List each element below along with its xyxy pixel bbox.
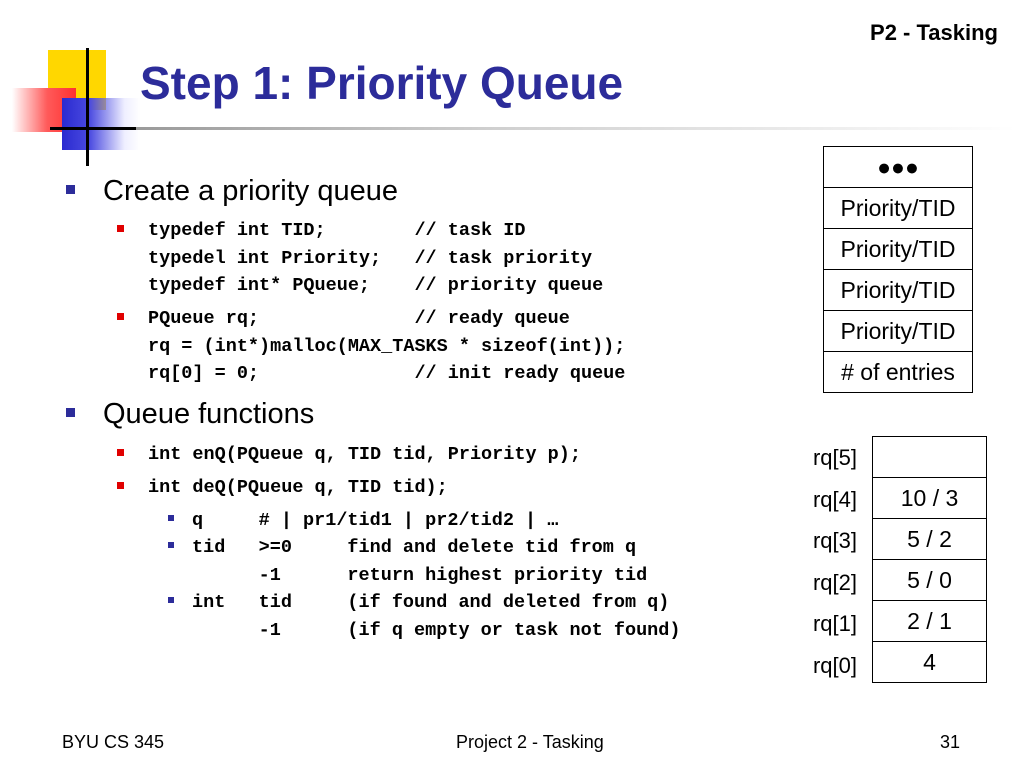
- code-enq-signature: int enQ(PQueue q, TID tid, Priority p);: [117, 441, 581, 469]
- title-rule: [136, 127, 1016, 130]
- bullet-text: Queue functions: [103, 398, 315, 430]
- bullet-create-priority-queue: Create a priority queue: [66, 175, 398, 208]
- queue-cell: Priority/TID: [823, 269, 973, 311]
- code-line: typedel int Priority; // task priority: [148, 247, 593, 269]
- bullet-marker: [117, 482, 124, 489]
- footer-course: BYU CS 345: [62, 732, 165, 752]
- queue-cell: Priority/TID: [823, 228, 973, 270]
- code-block-typedefs: typedef int TID; // task ID typedel int …: [117, 217, 604, 300]
- bullet-marker: [168, 542, 174, 548]
- queue-cell-ellipsis: ●●●: [823, 146, 973, 188]
- bullet-marker: [168, 515, 174, 521]
- code-line: -1 (if q empty or task not found): [192, 619, 681, 641]
- bullet-marker: [117, 313, 124, 320]
- code-line: rq = (int*)malloc(MAX_TASKS * sizeof(int…: [148, 335, 626, 357]
- bullet-marker: [117, 449, 124, 456]
- code-line: int deQ(PQueue q, TID tid);: [148, 477, 448, 498]
- code-line: int tid (if found and deleted from q): [192, 592, 670, 613]
- rq-label: rq[0]: [812, 652, 857, 678]
- code-line: tid >=0 find and delete tid from q: [192, 537, 637, 558]
- rq-cell: 10 / 3: [872, 477, 987, 519]
- code-line: typedef int TID; // task ID: [148, 220, 526, 241]
- bullet-marker: [168, 597, 174, 603]
- rq-label: rq[4]: [812, 486, 857, 512]
- bullet-marker: [117, 225, 124, 232]
- rq-label: rq[2]: [812, 569, 857, 595]
- queue-cell: Priority/TID: [823, 310, 973, 352]
- slide-title: Step 1: Priority Queue: [140, 57, 624, 109]
- code-line: -1 return highest priority tid: [192, 564, 648, 586]
- code-q-format: q # | pr1/tid1 | pr2/tid2 | …: [168, 507, 559, 535]
- queue-cell-count: # of entries: [823, 351, 973, 393]
- rq-table: 10 / 3 5 / 2 5 / 0 2 / 1 4: [872, 436, 987, 683]
- code-line: PQueue rq; // ready queue: [148, 308, 570, 329]
- queue-cell: Priority/TID: [823, 187, 973, 229]
- corner-label: P2 - Tasking: [870, 20, 998, 45]
- code-deq-signature: int deQ(PQueue q, TID tid);: [117, 474, 448, 502]
- code-line: q # | pr1/tid1 | pr2/tid2 | …: [192, 510, 559, 531]
- rq-cell: 2 / 1: [872, 600, 987, 642]
- logo-horizontal-line: [50, 127, 138, 130]
- rq-label: rq[1]: [812, 611, 857, 636]
- rq-cell: 4: [872, 641, 987, 683]
- page-number: 31: [940, 732, 961, 752]
- code-line: typedef int* PQueue; // priority queue: [148, 275, 604, 296]
- logo-vertical-line: [86, 48, 89, 166]
- code-line: rq[0] = 0; // init ready queue: [148, 363, 626, 384]
- rq-label: rq[5]: [812, 445, 857, 470]
- rq-labels: rq[5] rq[4] rq[3] rq[2] rq[1] rq[0]: [793, 437, 857, 686]
- queue-diagram: ●●● Priority/TID Priority/TID Priority/T…: [823, 146, 973, 393]
- bullet-text: Create a priority queue: [103, 175, 398, 207]
- footer-center: Project 2 - Tasking: [456, 732, 604, 752]
- rq-cell: 5 / 2: [872, 518, 987, 560]
- bullet-queue-functions: Queue functions: [66, 398, 315, 431]
- logo-blue-square: [62, 98, 140, 150]
- rq-cell: [872, 436, 987, 478]
- code-line: int enQ(PQueue q, TID tid, Priority p);: [148, 444, 581, 465]
- code-return-value: int tid (if found and deleted from q) -1…: [168, 589, 681, 644]
- code-block-ready-queue: PQueue rq; // ready queue rq = (int*)mal…: [117, 305, 626, 388]
- bullet-marker: [66, 408, 75, 417]
- bullet-marker: [66, 185, 75, 194]
- rq-label: rq[3]: [812, 528, 857, 553]
- rq-cell: 5 / 0: [872, 559, 987, 601]
- code-tid-param: tid >=0 find and delete tid from q -1 re…: [168, 534, 648, 589]
